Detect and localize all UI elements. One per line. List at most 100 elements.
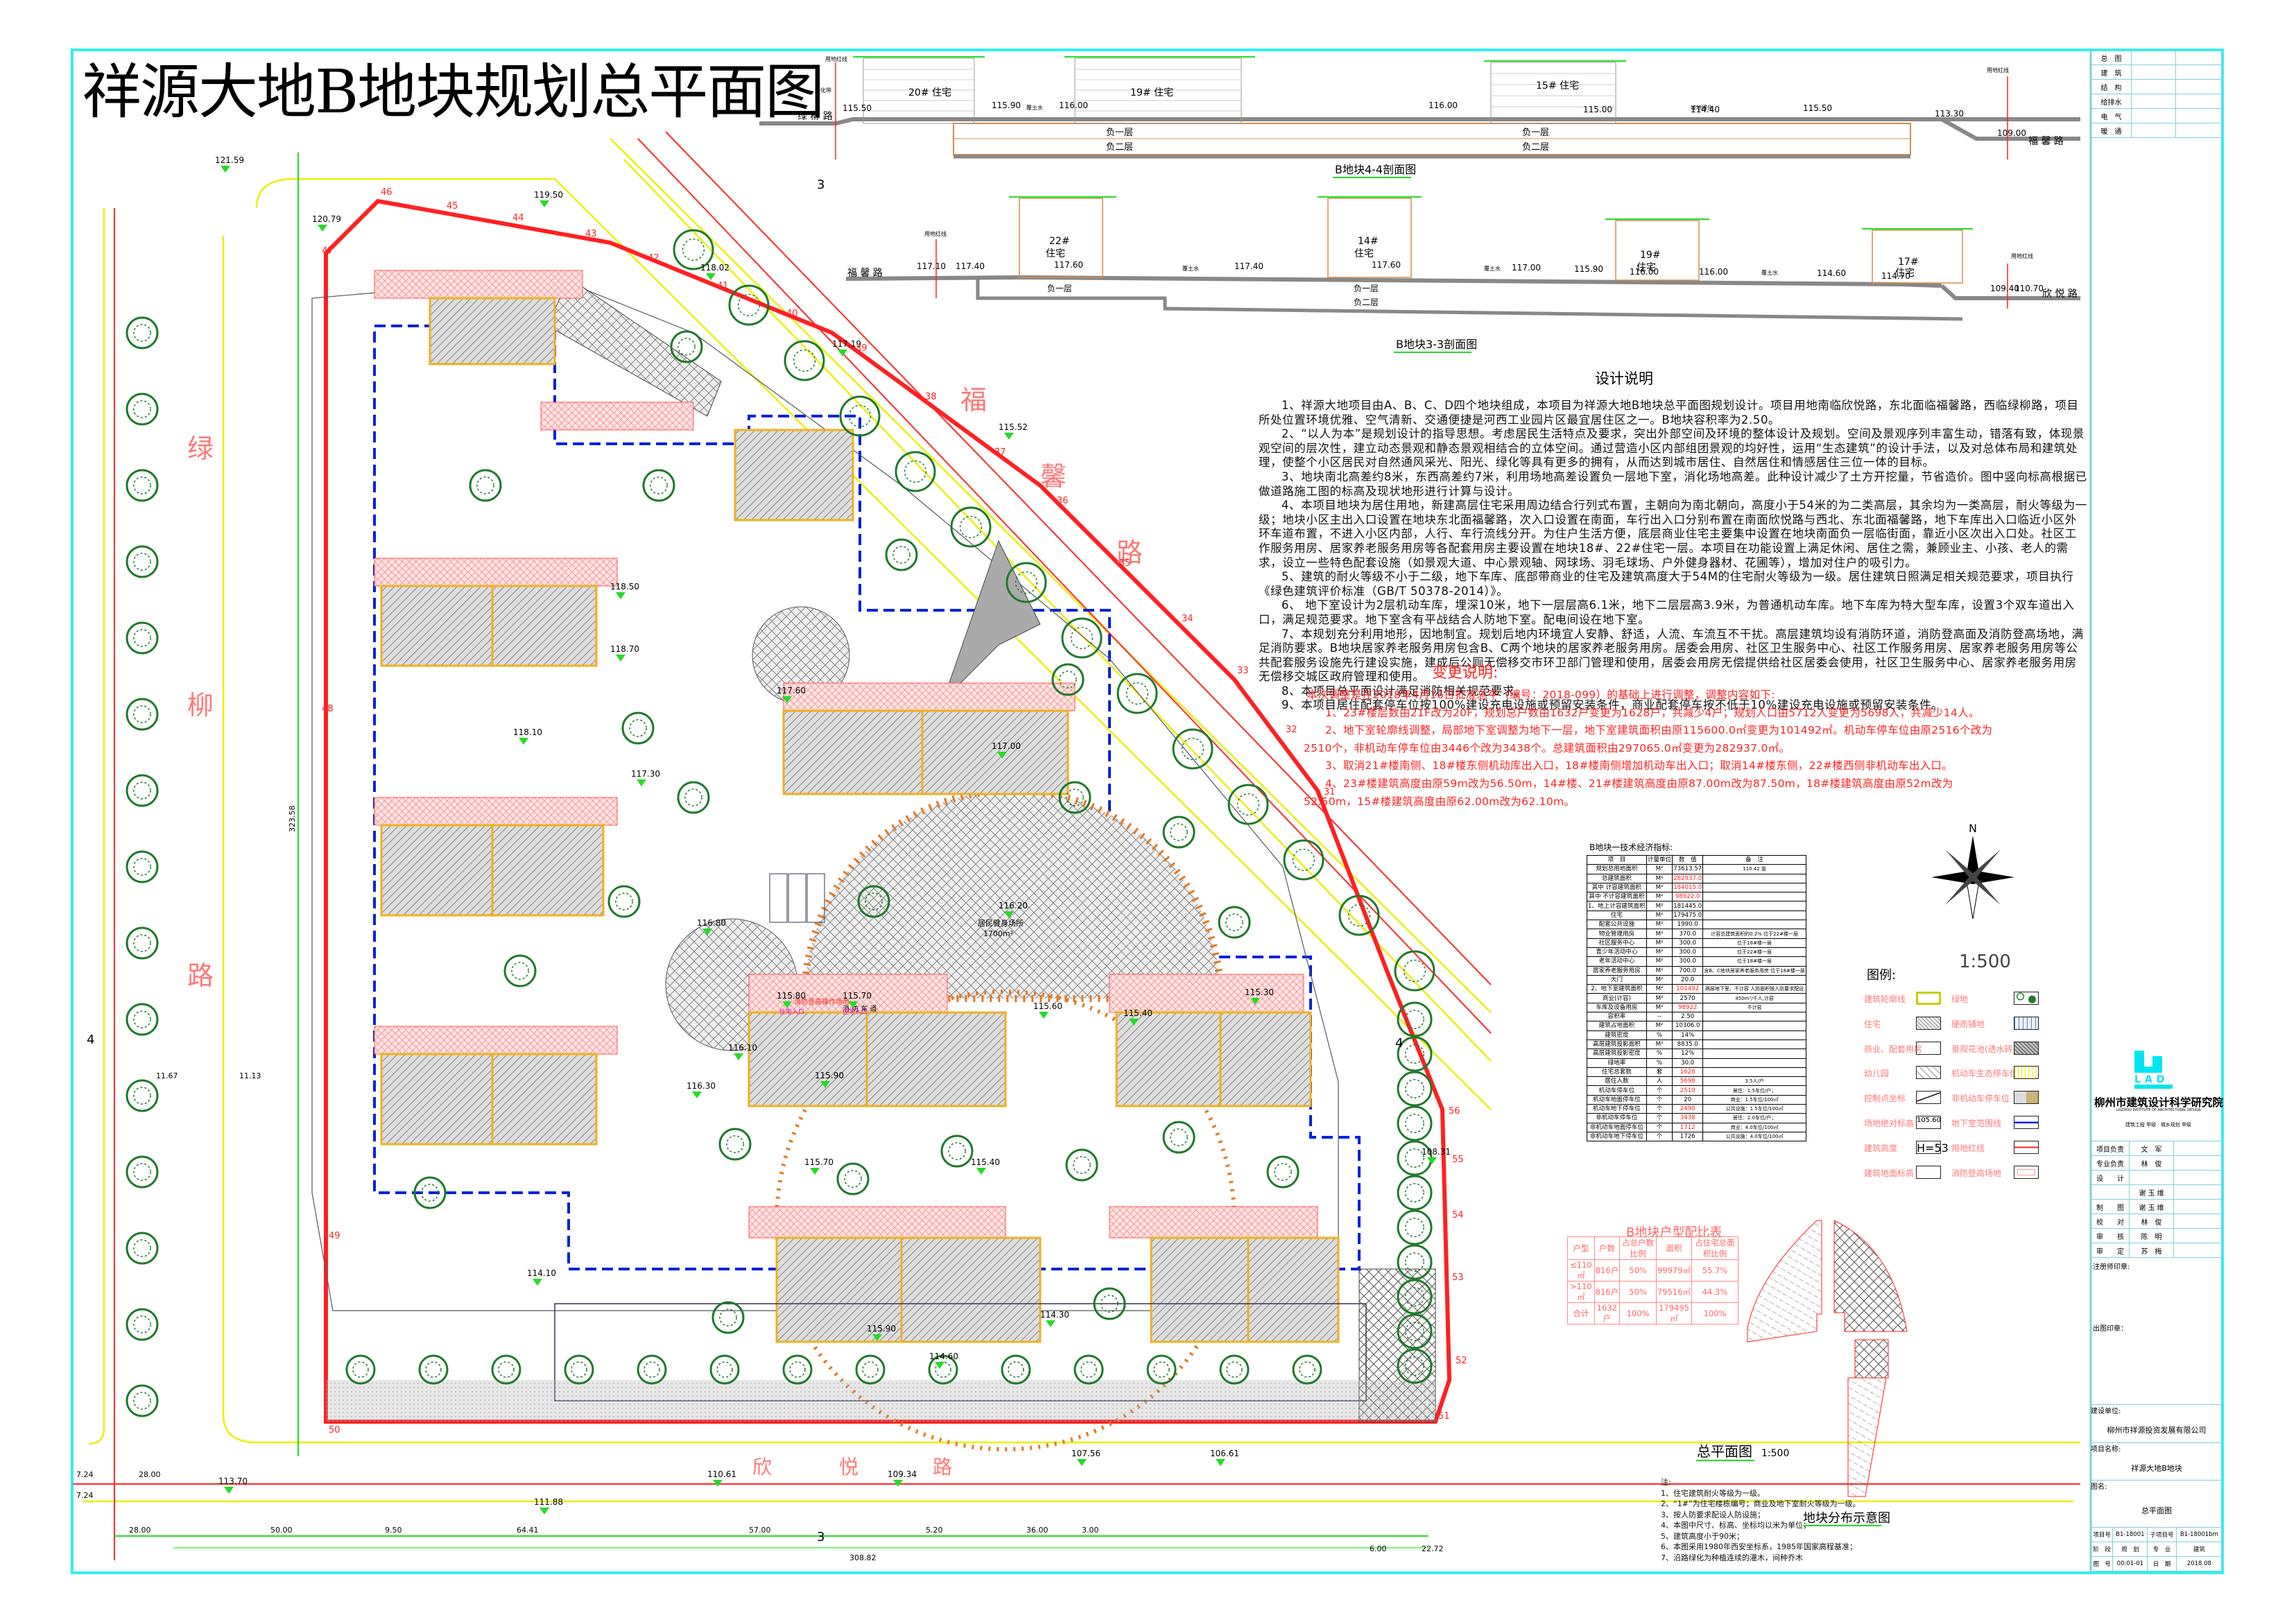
- signature-cell[interactable]: [2131, 64, 2176, 80]
- elevation-label: 117.40: [956, 261, 985, 271]
- signature-cell[interactable]: [2173, 1214, 2222, 1229]
- legend-label: 控制点坐标: [1864, 1094, 1906, 1104]
- road-label: 福 馨 路: [847, 268, 883, 279]
- tree-icon: [1065, 1148, 1098, 1182]
- tree-canopy-icon: [1170, 823, 1188, 841]
- tree-canopy-icon: [948, 1142, 966, 1160]
- cell-value: 1628: [1672, 1067, 1704, 1078]
- cell-value: 2570: [1672, 993, 1704, 1003]
- cell-value: 5698: [1672, 1076, 1704, 1087]
- legend-swatch: [1916, 1016, 1941, 1030]
- signature-cell[interactable]: [2175, 50, 2222, 65]
- table-cell: 44.3%: [1691, 1281, 1738, 1303]
- cell-note: [1702, 920, 1806, 930]
- cell-value: 20: [1672, 1094, 1704, 1105]
- cell-value: 10306.0: [1672, 1021, 1704, 1031]
- staff-name: 林 俊: [2129, 1155, 2174, 1171]
- road-name-south: 欣: [752, 1456, 772, 1478]
- change-notes-intro: 本次调整是在2018年4月16日批准总平（编号：2018-099）的基础上进行调…: [1306, 689, 1775, 701]
- legend-swatch: [1916, 1091, 1941, 1105]
- signature-cell[interactable]: [2131, 108, 2176, 123]
- cell-item: 住宅: [1587, 910, 1647, 921]
- road-name-northeast: 路: [1116, 537, 1143, 568]
- signature-cell[interactable]: [2175, 64, 2222, 80]
- change-note-item: 2、地下室轮廓线调整，局部地下室调整为地下一层，地下室建筑面积由原115600.…: [1304, 724, 1993, 754]
- elevation-label: 116.10: [728, 1043, 757, 1053]
- staff-role: [2091, 1184, 2130, 1200]
- dimension-label: 28.00: [129, 1526, 151, 1535]
- elevation-label: 120.79: [312, 214, 341, 224]
- signature-cell[interactable]: [2173, 1243, 2222, 1258]
- elevation-marker-icon: [1039, 1012, 1048, 1019]
- tree-icon: [928, 1354, 958, 1385]
- cell-note: [1702, 1012, 1806, 1022]
- legend-label: 景观花池(透水砖): [1951, 1044, 2017, 1054]
- cell-item: 社区服务中心: [1587, 938, 1647, 948]
- section-building-use: 住宅: [1354, 248, 1374, 259]
- cell-note: [1702, 892, 1806, 902]
- column-header: 户数: [1594, 1236, 1621, 1260]
- elevation-label: 117.30: [631, 769, 660, 779]
- cell-unit: M²: [1646, 1039, 1673, 1050]
- legend-swatch: [1916, 1041, 1941, 1055]
- legend-swatch: [2014, 1016, 2039, 1030]
- tree-canopy-icon: [1292, 848, 1315, 872]
- tree-canopy-icon: [133, 1010, 151, 1028]
- elevation-label: 118.10: [513, 727, 542, 737]
- discipline-label: 建 筑: [2091, 64, 2132, 80]
- plot-distribution-diagram: 地块分布示意图: [1747, 1220, 1908, 1526]
- signature-cell[interactable]: [2175, 123, 2222, 138]
- boundary-point-label: 32: [1286, 725, 1297, 735]
- section-building-label: 19# 住宅: [1130, 87, 1173, 98]
- tree-canopy-icon: [1405, 1183, 1424, 1202]
- cell-unit: %: [1646, 1058, 1673, 1068]
- tree-icon: [839, 395, 881, 437]
- signature-cell[interactable]: [2131, 94, 2176, 109]
- elevation-marker-icon: [702, 929, 712, 935]
- boundary-point-label: 47: [322, 246, 334, 257]
- annotation: 用地红线: [1987, 67, 2009, 74]
- signature-cell[interactable]: [2173, 1141, 2222, 1156]
- tree-canopy-icon: [629, 719, 647, 737]
- elevation-marker-icon: [706, 273, 716, 280]
- site-note-item: 3、按人防要求配设人防设施；: [1661, 1510, 1765, 1519]
- table-row: 阶 段规 划专 业建筑: [2090, 1542, 2223, 1557]
- signature-cell[interactable]: [2173, 1228, 2222, 1243]
- tree-canopy-icon: [511, 962, 529, 980]
- cell-item: 大门: [1587, 974, 1647, 985]
- tree-canopy-icon: [1226, 1361, 1243, 1378]
- client-name: 柳州市祥源投资发展有限公司: [2107, 1426, 2207, 1435]
- tree-icon: [126, 850, 159, 883]
- table-cell: 100%: [1619, 1302, 1657, 1325]
- signature-cell[interactable]: [2131, 50, 2176, 65]
- tree-canopy-icon: [1080, 1361, 1097, 1378]
- signature-cell[interactable]: [2173, 1184, 2222, 1200]
- staff-role: 设 计: [2091, 1170, 2130, 1185]
- legend-label: 建筑地面标高: [1864, 1168, 1915, 1178]
- tree-canopy-icon: [1008, 1361, 1024, 1378]
- tree-icon: [709, 1354, 740, 1385]
- tree-canopy-icon: [133, 324, 151, 342]
- signature-cell[interactable]: [2131, 123, 2176, 138]
- signature-cell[interactable]: [2173, 1199, 2222, 1214]
- section-building-use: 住宅: [1046, 248, 1065, 259]
- elevation-label: 121.59: [215, 155, 244, 165]
- elevation-label: 114.60: [1817, 268, 1846, 278]
- signature-cell[interactable]: [2131, 79, 2176, 94]
- tree-canopy-icon: [904, 460, 927, 483]
- tree-icon: [126, 316, 159, 350]
- elevation-label: 111.88: [534, 1497, 563, 1507]
- signature-cell[interactable]: [2175, 108, 2222, 123]
- change-note-item: 1、23#楼层数由21F改为20F，规划总户数由1632户变更为1628户，共减…: [1325, 706, 1980, 719]
- signature-cell[interactable]: [2175, 79, 2222, 94]
- signature-cell[interactable]: [2175, 94, 2222, 109]
- tree-icon: [126, 1384, 159, 1417]
- section-building-use: 住宅: [1895, 268, 1915, 279]
- signature-cell[interactable]: [2173, 1155, 2222, 1171]
- signature-cell[interactable]: [2173, 1170, 2222, 1185]
- section-title: B地块4-4剖面图: [1335, 163, 1416, 176]
- table-row: 专业负责林 俊: [2091, 1155, 2222, 1171]
- cell-unit: M²: [1646, 956, 1673, 967]
